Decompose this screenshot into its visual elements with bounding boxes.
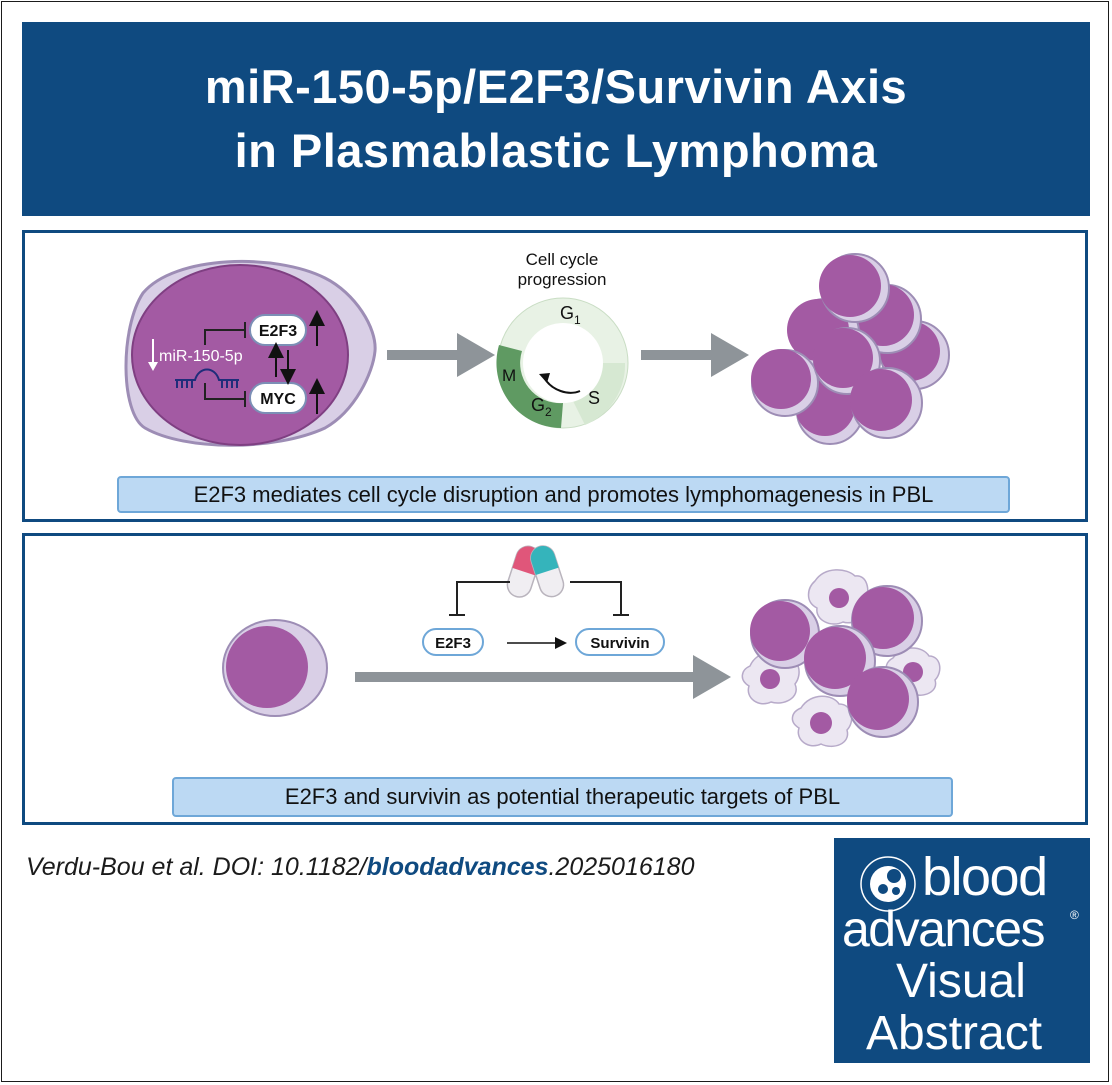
caption-panel-2: E2F3 and survivin as potential therapeut… <box>172 777 953 817</box>
survivin-target-node: Survivin <box>575 628 665 656</box>
logo-word-advances: advances <box>842 901 1046 957</box>
tumor-cell <box>851 585 923 657</box>
tumor-cell <box>819 253 890 323</box>
tumor-cell-cluster <box>751 253 950 445</box>
apoptotic-cell <box>791 695 853 748</box>
citation-suffix: .2025016180 <box>548 853 695 881</box>
citation-prefix: Verdu-Bou et al. DOI: 10.1182/ <box>26 853 367 881</box>
tumor-cell <box>750 599 820 669</box>
logo-word-visual: Visual <box>896 955 1026 1008</box>
gray-arrow-1 <box>387 333 495 377</box>
myc-node: MYC <box>249 382 307 414</box>
mir-label: miR-150-5p <box>159 348 243 365</box>
panel-cell-cycle: E2F3 MYC miR-150-5p <box>22 230 1088 522</box>
blood-advances-logo: blood advances ® Visual Abstract <box>834 838 1090 1063</box>
phase-g2: G2 <box>531 395 552 419</box>
gray-arrow-2 <box>641 333 749 377</box>
survivin-target-label: Survivin <box>590 635 649 652</box>
phase-s: S <box>588 388 600 408</box>
e2f3-label: E2F3 <box>259 323 297 340</box>
cycle-title-line-1: Cell cycle <box>526 250 599 269</box>
panel-therapeutic: E2F3 Survivin <box>22 533 1088 825</box>
e2f3-node: E2F3 <box>249 314 307 346</box>
logo-word-blood: blood <box>922 847 1048 907</box>
phase-m: M <box>502 366 516 385</box>
tumor-cell <box>850 367 923 439</box>
panel-1-diagram: E2F3 MYC miR-150-5p <box>124 250 950 447</box>
mir-inhibits-e2f3 <box>204 329 245 345</box>
myc-label: MYC <box>260 391 296 408</box>
registered-mark: ® <box>1070 908 1079 922</box>
mirna-hairpin-icon <box>175 368 239 388</box>
citation-journal-link[interactable]: bloodadvances <box>366 853 549 881</box>
cell-cycle-ring <box>496 297 629 429</box>
single-plasmablast-cell <box>222 619 328 717</box>
drug-inhibits-e2f3 <box>456 581 510 614</box>
mir-inhibits-myc <box>204 383 245 400</box>
tumor-cell <box>847 666 919 738</box>
drug-inhibits-survivin <box>570 581 622 614</box>
title-banner: miR-150-5p/E2F3/Survivin Axis in Plasmab… <box>22 22 1090 216</box>
gray-arrow-3 <box>355 655 731 699</box>
citation: Verdu-Bou et al. DOI: 10.1182/bloodadvan… <box>26 853 694 882</box>
panel-2-diagram: E2F3 Survivin <box>222 545 941 748</box>
phase-g1: G1 <box>560 303 581 327</box>
title-line-2: in Plasmablastic Lymphoma <box>234 124 878 177</box>
caption-panel-1: E2F3 mediates cell cycle disruption and … <box>117 476 1010 513</box>
title-line-1: miR-150-5p/E2F3/Survivin Axis <box>204 60 908 113</box>
tumor-cell <box>751 349 819 417</box>
cycle-title-line-2: progression <box>518 270 607 289</box>
drug-capsule-icon <box>506 545 565 598</box>
e2f3-target-label: E2F3 <box>435 635 471 652</box>
e2f3-target-node: E2F3 <box>422 628 484 656</box>
ash-seal-icon <box>860 856 916 912</box>
logo-word-abstract: Abstract <box>866 1007 1043 1060</box>
apoptotic-cell-cluster <box>741 569 941 748</box>
